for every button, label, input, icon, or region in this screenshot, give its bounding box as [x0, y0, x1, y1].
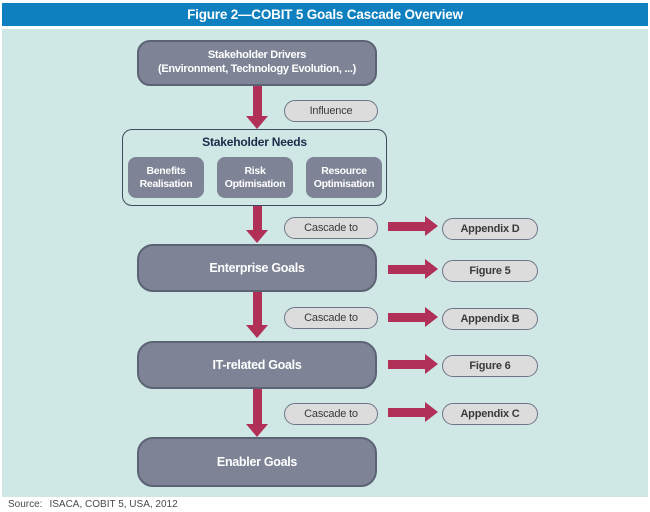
right-arrow-appendix-b [388, 307, 438, 327]
source-label: Source: [8, 499, 43, 510]
ref-pill-appendix-b: Appendix B [442, 308, 538, 330]
down-arrow-it-to-enabler [246, 389, 268, 437]
stakeholder-needs-row: Benefits Realisation Risk Optimisation R… [128, 157, 382, 198]
ref-pill-figure-5: Figure 5 [442, 260, 538, 282]
ref-pill-appendix-d: Appendix D [442, 218, 538, 240]
source-text: ISACA, COBIT 5, USA, 2012 [49, 499, 178, 510]
arrow-shaft [388, 312, 425, 322]
right-arrow-appendix-d [388, 216, 438, 236]
stakeholder-drivers-line2: (Environment, Technology Evolution, ...) [157, 63, 357, 75]
right-arrow-appendix-c [388, 402, 438, 422]
arrow-head-icon [425, 216, 438, 236]
arrow-head-icon [246, 424, 268, 437]
arrow-shaft [252, 86, 262, 116]
arrow-shaft [252, 389, 262, 424]
figure-title: Figure 2—COBIT 5 Goals Cascade Overview [187, 7, 463, 22]
influence-pill: Influence [284, 100, 378, 122]
arrow-head-icon [425, 307, 438, 327]
enabler-goals-box: Enabler Goals [137, 437, 377, 487]
arrow-shaft [388, 407, 425, 417]
influence-label: Influence [309, 105, 353, 117]
figure-title-bar: Figure 2—COBIT 5 Goals Cascade Overview [2, 3, 648, 26]
needs-item-resource: Resource Optimisation [306, 157, 382, 198]
down-arrow-needs-to-enterprise [246, 206, 268, 243]
arrow-head-icon [246, 116, 268, 129]
down-arrow-enterprise-to-it [246, 292, 268, 338]
cascade-to-pill-1: Cascade to [284, 217, 378, 239]
arrow-head-icon [425, 354, 438, 374]
ref-pill-figure-6: Figure 6 [442, 355, 538, 377]
cascade-to-pill-3: Cascade to [284, 403, 378, 425]
source-note: Source: ISACA, COBIT 5, USA, 2012 [8, 499, 178, 510]
arrow-head-icon [425, 402, 438, 422]
right-arrow-figure-6 [388, 354, 438, 374]
down-arrow-drivers-to-needs [246, 86, 268, 129]
arrow-shaft [388, 221, 425, 231]
stakeholder-drivers-line1: Stakeholder Drivers [207, 49, 307, 62]
arrow-shaft [388, 264, 425, 274]
it-related-goals-box: IT-related Goals [137, 341, 377, 389]
stakeholder-needs-title: Stakeholder Needs [202, 135, 307, 149]
cascade-to-pill-2: Cascade to [284, 307, 378, 329]
needs-item-risk: Risk Optimisation [217, 157, 293, 198]
arrow-shaft [388, 359, 425, 369]
needs-item-benefits: Benefits Realisation [128, 157, 204, 198]
stakeholder-needs-group: Stakeholder Needs Benefits Realisation R… [122, 129, 387, 206]
arrow-head-icon [425, 259, 438, 279]
ref-pill-appendix-c: Appendix C [442, 403, 538, 425]
stakeholder-drivers-box: Stakeholder Drivers (Environment, Techno… [137, 40, 377, 86]
arrow-head-icon [246, 325, 268, 338]
right-arrow-figure-5 [388, 259, 438, 279]
enterprise-goals-box: Enterprise Goals [137, 244, 377, 292]
arrow-shaft [252, 292, 262, 325]
diagram-canvas: Stakeholder Drivers (Environment, Techno… [2, 29, 648, 497]
arrow-head-icon [246, 230, 268, 243]
arrow-shaft [252, 206, 262, 230]
